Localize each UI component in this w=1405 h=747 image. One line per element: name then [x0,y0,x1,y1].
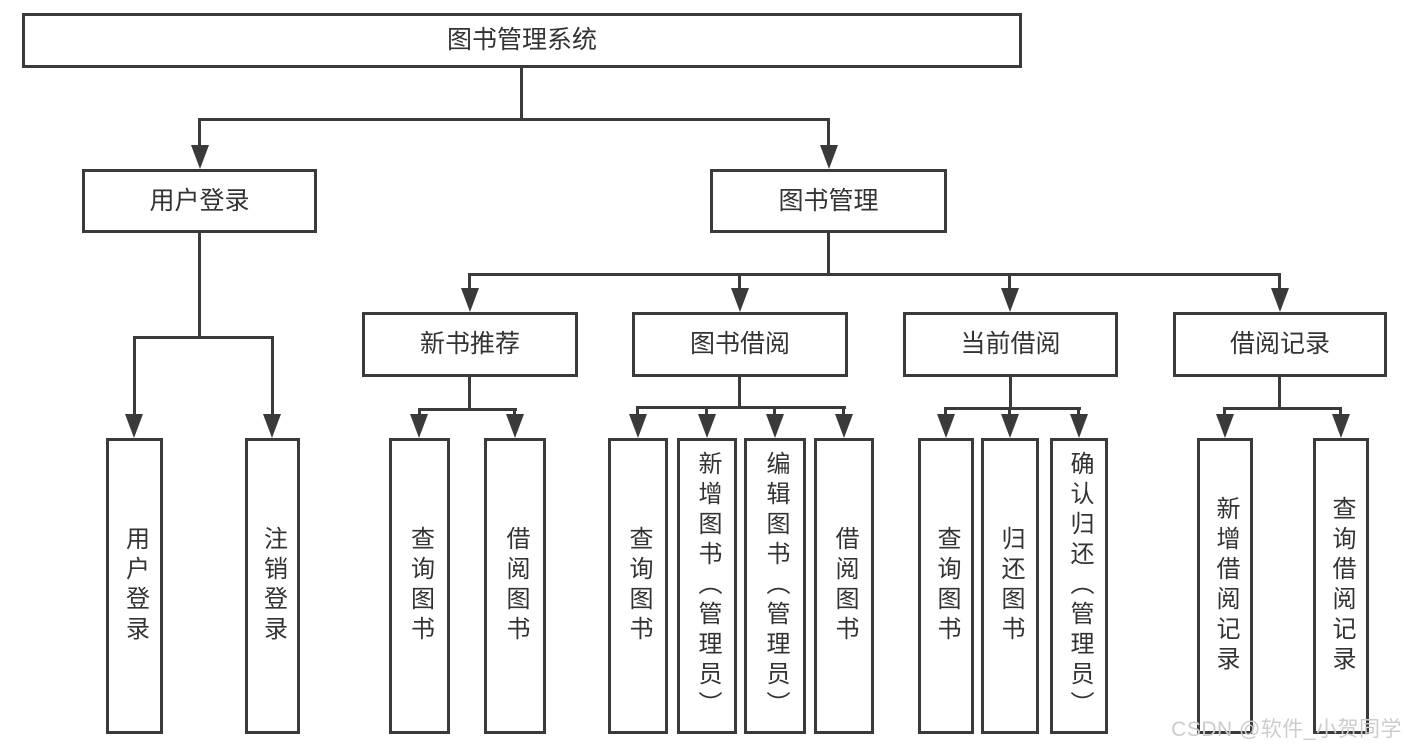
connector-line [827,233,830,273]
connector-line [418,408,517,411]
connector-line [468,273,1280,276]
node-borrowing-records: 借阅记录 [1173,312,1387,377]
arrow-down-icon [1216,414,1234,438]
connector-line [520,68,523,118]
connector-line [842,406,845,416]
arrow-down-icon [1271,288,1289,312]
node-root-label: 图书管理系统 [446,26,597,54]
node-query-books-1-label: 查询图书 [406,526,434,646]
connector-line [198,118,201,148]
node-return-books: 归还图书 [981,438,1039,734]
arrow-down-icon [731,288,749,312]
node-user-login-leaf: 用户登录 [106,438,163,734]
node-edit-books-admin-label: 编辑图书（管理员） [762,451,789,721]
node-user-login-branch-label: 用户登录 [149,186,250,215]
arrow-down-icon [629,414,647,438]
node-borrow-books-2-label: 借阅图书 [831,526,858,646]
node-confirm-return-admin-label: 确认归还（管理员） [1066,451,1093,721]
arrow-down-icon [1070,414,1088,438]
node-confirm-return-admin: 确认归还（管理员） [1050,438,1108,734]
node-user-login-branch: 用户登录 [82,169,317,233]
arrow-down-icon [263,414,281,438]
connector-line [944,407,947,416]
node-logout-leaf: 注销登录 [245,438,300,734]
arrow-down-icon [1001,288,1019,312]
connector-line [1077,407,1080,416]
connector-line [468,377,471,408]
node-query-books-3-label: 查询图书 [933,526,960,646]
arrow-down-icon [191,145,209,169]
node-query-books-3: 查询图书 [918,438,974,734]
connector-line [944,407,1081,410]
connector-line [133,336,274,339]
connector-line [1223,407,1342,410]
node-query-books-2-label: 查询图书 [625,526,652,646]
node-query-borrow-record-label: 查询借阅记录 [1328,496,1355,676]
arrow-down-icon [125,414,143,438]
node-book-borrowing: 图书借阅 [632,312,848,377]
node-add-books-admin-label: 新增图书（管理员） [694,451,721,721]
node-user-login-leaf-label: 用户登录 [121,526,149,646]
arrow-down-icon [698,414,716,438]
connector-line [1339,407,1342,416]
node-query-books-2: 查询图书 [608,438,668,734]
connector-line [1008,407,1011,416]
connector-line [636,406,846,409]
node-book-borrowing-label: 图书借阅 [689,330,790,358]
connector-line [198,233,201,336]
node-logout-leaf-label: 注销登录 [259,526,287,646]
node-borrow-books-1-label: 借阅图书 [502,526,529,646]
node-edit-books-admin: 编辑图书（管理员） [744,438,806,734]
node-borrow-books-1: 借阅图书 [484,438,546,734]
connector-line [1009,377,1012,407]
arrow-down-icon [766,414,784,438]
connector-line [513,408,516,416]
node-new-book-recommend: 新书推荐 [362,312,578,377]
connector-line [418,408,421,416]
connector-line [738,273,741,290]
node-return-books-label: 归还图书 [997,526,1024,646]
connector-line [468,273,471,290]
arrow-down-icon [835,414,853,438]
node-current-borrowing: 当前借阅 [903,312,1118,377]
connector-line [198,118,830,121]
node-current-borrowing-label: 当前借阅 [960,330,1061,358]
node-root-system: 图书管理系统 [22,13,1022,68]
node-borrow-books-2: 借阅图书 [814,438,874,734]
node-add-borrow-record: 新增借阅记录 [1197,438,1253,734]
node-query-borrow-record: 查询借阅记录 [1313,438,1369,734]
connector-line [636,406,639,416]
connector-line [1278,377,1281,407]
connector-line [738,377,741,406]
arrow-down-icon [410,414,428,438]
node-book-management-branch: 图书管理 [710,169,947,233]
connector-line [1278,273,1281,290]
node-query-books-1: 查询图书 [389,438,450,734]
arrow-down-icon [937,414,955,438]
connector-line [133,336,136,415]
arrow-down-icon [820,145,838,169]
connector-line [827,118,830,148]
node-add-books-admin: 新增图书（管理员） [677,438,737,734]
arrow-down-icon [461,288,479,312]
connector-line [705,406,708,416]
node-new-book-recommend-label: 新书推荐 [419,330,520,358]
arrow-down-icon [506,414,524,438]
arrow-down-icon [1332,414,1350,438]
watermark: CSDN @软件_小贺同学 [1171,718,1402,741]
node-borrowing-records-label: 借阅记录 [1229,330,1330,358]
connector-line [1008,273,1011,290]
node-add-borrow-record-label: 新增借阅记录 [1212,496,1239,676]
node-book-management-branch-label: 图书管理 [778,186,879,215]
connector-line [271,336,274,415]
connector-line [1223,407,1226,416]
arrow-down-icon [1001,414,1019,438]
connector-line [773,406,776,416]
